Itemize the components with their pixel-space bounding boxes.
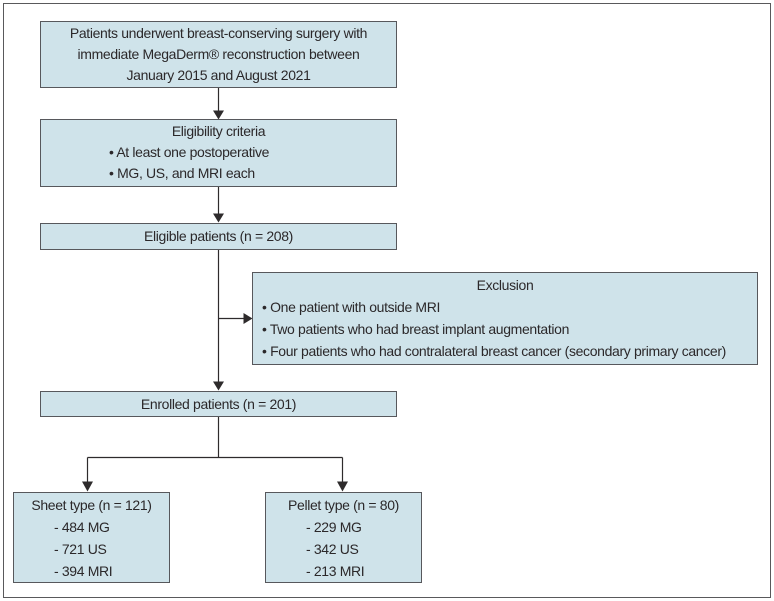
exclusion-bullet-2: • Two patients who had breast implant au… <box>262 321 570 337</box>
eligibility-bullet-1: • At least one postoperative <box>109 144 270 160</box>
sheet-item-mri: - 394 MRI <box>54 563 113 579</box>
exclusion-bullet-1: • One patient with outside MRI <box>262 299 441 315</box>
node-enrolled-patients: Enrolled patients (n = 201) <box>40 391 397 417</box>
node-eligibility-criteria: Eligibility criteria • At least one post… <box>40 119 397 187</box>
node-sheet-type: Sheet type (n = 121) - 484 MG - 721 US -… <box>13 492 170 583</box>
node-eligible-patients: Eligible patients (n = 208) <box>40 223 397 250</box>
initial-line-1: Patients underwent breast-conserving sur… <box>69 25 368 41</box>
pellet-item-mg: - 229 MG <box>306 519 362 535</box>
arrowhead-down-icon <box>213 381 224 391</box>
pellet-type-title: Pellet type (n = 80) <box>288 497 399 513</box>
arrowhead-down-icon <box>213 213 224 223</box>
eligibility-title: Eligibility criteria <box>171 123 266 139</box>
node-pellet-type: Pellet type (n = 80) - 229 MG - 342 US -… <box>265 492 422 583</box>
initial-line-3: January 2015 and August 2021 <box>126 67 311 83</box>
node-exclusion: Exclusion • One patient with outside MRI… <box>252 272 758 365</box>
eligibility-bullet-2: • MG, US, and MRI each <box>109 165 255 181</box>
sheet-item-mg: - 484 MG <box>54 519 110 535</box>
pellet-item-mri: - 213 MRI <box>306 563 365 579</box>
arrowhead-down-icon <box>337 481 348 492</box>
exclusion-bullet-3: • Four patients who had contralateral br… <box>262 343 726 359</box>
eligible-patients-label: Eligible patients (n = 208) <box>144 228 293 244</box>
arrowhead-down-icon <box>213 110 224 120</box>
arrowhead-right-icon <box>243 313 253 324</box>
sheet-item-us: - 721 US <box>54 541 107 557</box>
exclusion-title: Exclusion <box>476 277 534 293</box>
pellet-item-us: - 342 US <box>306 541 359 557</box>
node-initial-cohort: Patients underwent breast-conserving sur… <box>40 21 397 88</box>
initial-line-2: immediate MegaDerm® reconstruction betwe… <box>77 46 360 62</box>
sheet-type-title: Sheet type (n = 121) <box>31 497 152 513</box>
arrowhead-down-icon <box>82 481 93 492</box>
enrolled-patients-label: Enrolled patients (n = 201) <box>140 395 297 412</box>
